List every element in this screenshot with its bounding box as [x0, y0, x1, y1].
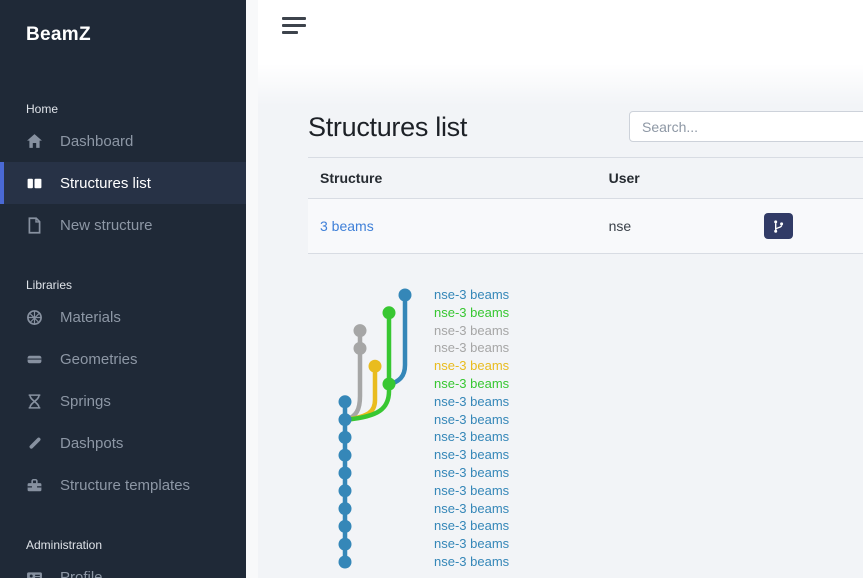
sidebar-section-libraries: Libraries	[26, 278, 73, 292]
commit-node	[338, 537, 352, 551]
sidebar-item-label: Materials	[60, 308, 121, 326]
commit-node	[382, 306, 396, 320]
page-head: Structures list	[308, 111, 863, 144]
commit-label: nse-3 beams	[434, 447, 510, 463]
git-branch-icon	[771, 219, 786, 234]
commit-label: nse-3 beams	[434, 411, 510, 427]
commit-node	[382, 377, 396, 391]
sidebar-item-label: Dashpots	[60, 434, 124, 452]
sidebar-item-structures-list[interactable]: Structures list	[0, 162, 246, 204]
search-input[interactable]	[629, 111, 863, 142]
sidebar-item-label: Structure templates	[60, 476, 191, 494]
commit-node	[338, 484, 352, 498]
sidebar-item-new-structure[interactable]: New structure	[0, 204, 246, 246]
table-columns-icon	[26, 175, 43, 192]
sidebar-item-label: Dashboard	[60, 132, 134, 150]
commit-label: nse-3 beams	[434, 358, 510, 374]
sidebar-item-structure-templates[interactable]: Structure templates	[0, 464, 246, 506]
new-file-icon	[26, 216, 43, 234]
sidebar: BeamZ Home Dashboard Structures list	[0, 0, 246, 578]
home-icon	[26, 133, 43, 150]
commit-label: nse-3 beams	[434, 340, 510, 356]
page-title: Structures list	[308, 112, 468, 142]
git-branch-button[interactable]	[763, 213, 793, 239]
commit-label: nse-3 beams	[434, 429, 510, 445]
sidebar-item-label: Springs	[60, 392, 111, 410]
sidebar-item-geometries[interactable]: Geometries	[0, 338, 246, 380]
springs-icon	[26, 393, 43, 410]
main-area: Structures list Structure User 3 beams n…	[246, 0, 863, 578]
commit-node	[368, 359, 382, 373]
sidebar-item-dashboard[interactable]: Dashboard	[0, 120, 246, 162]
commit-node	[338, 466, 352, 480]
structure-link[interactable]: 3 beams	[320, 218, 374, 234]
commit-label: nse-3 beams	[434, 322, 510, 338]
sidebar-section-home: Home	[26, 102, 59, 116]
commit-node	[398, 288, 412, 302]
hamburger-icon[interactable]	[282, 17, 306, 34]
toolbox-icon	[26, 477, 43, 494]
commit-node	[353, 324, 367, 338]
git-graph: nse-3 beams nse-3 beams nse-3 beams nse-3 b…	[308, 268, 808, 578]
branch-line-green	[345, 310, 392, 422]
git-graph-svg	[338, 288, 412, 569]
commit-node	[353, 341, 367, 355]
id-card-icon	[26, 569, 43, 578]
brand-logo: BeamZ	[26, 24, 91, 45]
commit-node	[338, 448, 352, 462]
commit-node	[338, 502, 352, 516]
sidebar-item-label: New structure	[60, 216, 153, 234]
commit-node	[338, 555, 352, 569]
geometries-box-icon	[26, 351, 43, 368]
page-content: Structures list Structure User 3 beams n…	[258, 64, 863, 578]
commit-node	[338, 413, 352, 427]
commit-label: nse-3 beams	[434, 500, 510, 516]
table-header-row: Structure User	[308, 157, 863, 199]
column-header-actions	[752, 158, 863, 198]
commit-label: nse-3 beams	[434, 554, 510, 569]
commit-node	[338, 430, 352, 444]
sidebar-item-springs[interactable]: Springs	[0, 380, 246, 422]
sidebar-item-label: Profile	[60, 568, 103, 578]
commit-label: nse-3 beams	[434, 393, 510, 409]
commit-node	[338, 395, 352, 409]
commit-label: nse-3 beams	[434, 287, 510, 302]
commit-label: nse-3 beams	[434, 518, 510, 534]
sidebar-section-administration: Administration	[26, 538, 103, 552]
sidebar-item-materials[interactable]: Materials	[0, 296, 246, 338]
commit-node	[338, 519, 352, 533]
sidebar-item-label: Structures list	[60, 174, 151, 192]
structures-table: Structure User 3 beams nse	[308, 157, 863, 254]
column-header-user: User	[608, 170, 640, 186]
table-row: 3 beams nse	[308, 199, 863, 254]
commit-label: nse-3 beams	[434, 536, 510, 552]
commit-label: nse-3 beams	[434, 304, 510, 320]
sidebar-item-label: Geometries	[60, 350, 138, 368]
dashpots-icon	[26, 435, 43, 452]
commit-label: nse-3 beams	[434, 376, 510, 391]
commit-label: nse-3 beams	[434, 465, 510, 480]
user-cell: nse	[608, 218, 632, 234]
commit-label: nse-3 beams	[434, 482, 510, 498]
sidebar-item-dashpots[interactable]: Dashpots	[0, 422, 246, 464]
top-navbar	[258, 17, 863, 64]
column-header-structure: Structure	[320, 170, 383, 186]
materials-sphere-icon	[26, 309, 43, 326]
sidebar-item-profile[interactable]: Profile	[0, 556, 246, 578]
content-gutter	[246, 0, 258, 578]
